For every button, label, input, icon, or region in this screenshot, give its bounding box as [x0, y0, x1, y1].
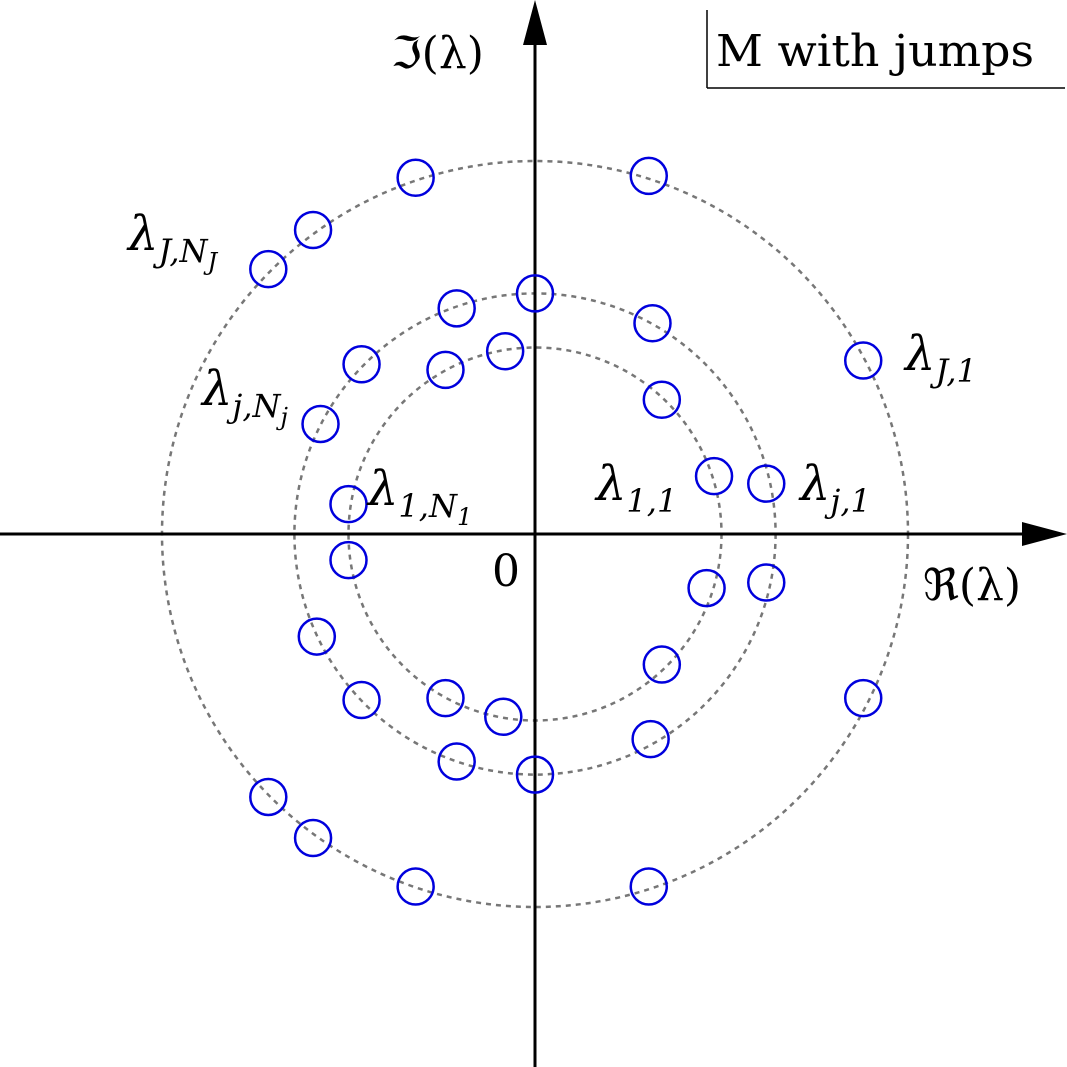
eigenvalue-marker-5	[329, 540, 368, 580]
eigenvalue-marker-19	[515, 755, 555, 794]
label-lambda-J-1-sub: J,1	[929, 352, 976, 390]
label-lambda-J-NJ-sub: J,N	[152, 232, 208, 270]
eigenvalue-marker-7	[484, 697, 523, 737]
label-lambda-1-N1-subsub: 1	[457, 503, 472, 531]
eigenvalue-marker-13	[437, 289, 476, 328]
label-lambda-J-NJ: λJ,NJ	[126, 206, 219, 276]
imag-axis-arrowhead	[523, 0, 547, 45]
eigenvalue-marker-21	[747, 563, 786, 602]
title: M with jumps	[716, 26, 1034, 77]
eigenvalue-marker-9	[687, 568, 726, 608]
label-lambda-j-1: λj,1	[798, 456, 871, 520]
label-lambda-j-Nj-main: λ	[200, 361, 232, 417]
label-lambda-1-N1-main: λ	[366, 461, 398, 517]
eigenvalue-marker-3	[426, 350, 465, 390]
eigenvalue-marker-25	[396, 158, 435, 198]
eigenvalue-marker-4	[329, 484, 368, 524]
eigenvalue-marker-27	[249, 249, 288, 289]
eigenvalue-marker-22	[633, 304, 672, 343]
eigenvalue-marker-26	[293, 210, 333, 250]
eigenvalue-marker-28	[249, 777, 288, 817]
label-lambda-1-1-sub: 1,1	[626, 482, 677, 520]
eigenvalue-marker-31	[629, 867, 669, 906]
label-lambda-j-1-main: λ	[798, 456, 830, 512]
label-lambda-1-N1-sub: 1,N	[398, 487, 458, 525]
eigenvalue-marker-20	[631, 719, 670, 759]
imag-axis-label: ℑ(λ)	[391, 28, 484, 79]
eigenvalue-marker-12	[515, 274, 555, 313]
eigenvalue-marker-15	[301, 404, 340, 444]
label-lambda-j-1-sub: j,1	[824, 482, 870, 520]
real-axis-label: ℜ(λ)	[923, 560, 1021, 611]
label-lambda-j-Nj: λj,Nj	[200, 361, 289, 431]
eigenvalue-marker-30	[396, 867, 435, 906]
eigenvalue-marker-8	[642, 645, 682, 684]
title-box: M with jumps	[706, 10, 1065, 89]
eigenvalue-marker-10	[642, 380, 682, 419]
eigenvalue-marker-18	[437, 742, 476, 781]
label-lambda-1-1: λ1,1	[594, 456, 677, 520]
label-lambda-J-1-main: λ	[903, 326, 935, 382]
eigenvalue-marker-24	[629, 156, 669, 196]
eigenvalue-marker-14	[342, 345, 381, 384]
eigenvalue-marker-11	[747, 464, 786, 503]
eigenvalue-marker-17	[342, 680, 381, 720]
label-lambda-1-1-main: λ	[594, 456, 626, 512]
eigenvalue-marker-32	[843, 678, 883, 718]
real-axis-arrowhead	[1022, 522, 1067, 546]
eigenvalue-marker-1	[694, 456, 734, 496]
eigenvalue-marker-29	[293, 818, 333, 858]
origin-label: 0	[492, 546, 520, 597]
label-lambda-1-N1: λ1,N1	[366, 461, 472, 531]
label-lambda-j-Nj-sub: j,N	[226, 387, 281, 425]
label-lambda-J-1: λJ,1	[903, 326, 977, 390]
eigenvalue-marker-6	[426, 678, 465, 718]
eigenvalue-marker-23	[843, 341, 883, 380]
eigenvalue-marker-16	[297, 617, 337, 656]
label-lambda-J-NJ-main: λ	[126, 206, 158, 262]
eigenvalues	[249, 156, 883, 906]
eigenvalue-marker-2	[485, 331, 525, 371]
